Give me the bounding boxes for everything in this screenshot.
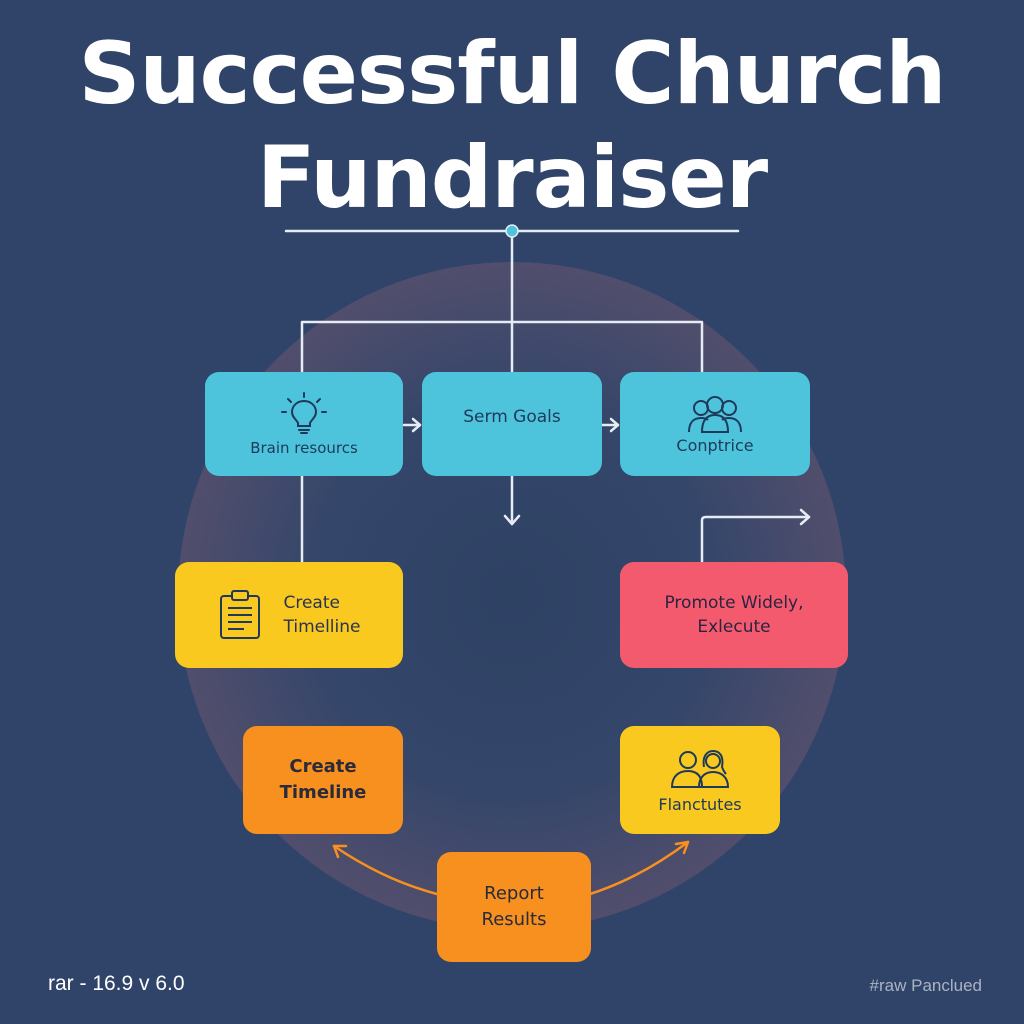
node-brain-resources[interactable]: Brain resourcs	[205, 372, 403, 476]
node-label-line-2: Results	[481, 909, 547, 930]
footer-tag: #raw Panclued	[869, 976, 982, 995]
node-label: Flanctutes	[658, 794, 742, 814]
node-label: Serm Goals	[463, 407, 561, 427]
arrowhead-4	[799, 508, 811, 526]
arrowhead-left	[332, 844, 348, 859]
node-label-line-2: Exlecute	[697, 617, 771, 637]
node-flanctutes[interactable]: Flanctutes	[620, 726, 780, 834]
arrowhead-1	[411, 417, 422, 433]
lightbulb-icon	[281, 391, 327, 434]
node-label-line-1: Create	[289, 756, 357, 777]
arrowhead-2	[609, 417, 620, 433]
junction-dot	[505, 224, 519, 238]
team-icon	[688, 395, 742, 433]
diagram-title: Successful Church Fundraiser	[0, 22, 1024, 230]
node-create-timeline-primary[interactable]: Create Timelline	[175, 562, 403, 668]
node-serm-goals[interactable]: Serm Goals	[422, 372, 602, 476]
node-label-line-1: Report	[484, 883, 544, 904]
node-label: Brain resourcs	[250, 438, 358, 457]
node-report-results[interactable]: Report Results	[437, 852, 591, 962]
node-label-line-2: Timeline	[279, 782, 367, 803]
bracket-connector	[300, 320, 704, 374]
node-promote-widely[interactable]: Promote Widely, Exlecute	[620, 562, 848, 668]
arrowhead-right	[674, 840, 690, 855]
arrow-promote-up	[700, 515, 811, 564]
clipboard-icon	[220, 590, 261, 639]
node-label-line-1: Promote Widely,	[664, 593, 804, 613]
curve-left	[332, 844, 439, 896]
node-label-line-2: Timelline	[283, 617, 361, 637]
node-label: Conptrice	[676, 435, 754, 455]
node-create-timeline-secondary[interactable]: Create Timeline	[243, 726, 403, 834]
node-conptrice[interactable]: Conptrice	[620, 372, 810, 476]
title-line-2: Fundraiser	[256, 128, 768, 228]
arrowhead-3	[503, 514, 521, 526]
node-label-line-1: Create	[283, 593, 340, 613]
people-icon	[670, 749, 730, 788]
footer-version: rar - 16.9 v 6.0	[48, 972, 185, 995]
title-line-1: Successful Church	[78, 24, 946, 124]
curve-right	[588, 840, 690, 896]
